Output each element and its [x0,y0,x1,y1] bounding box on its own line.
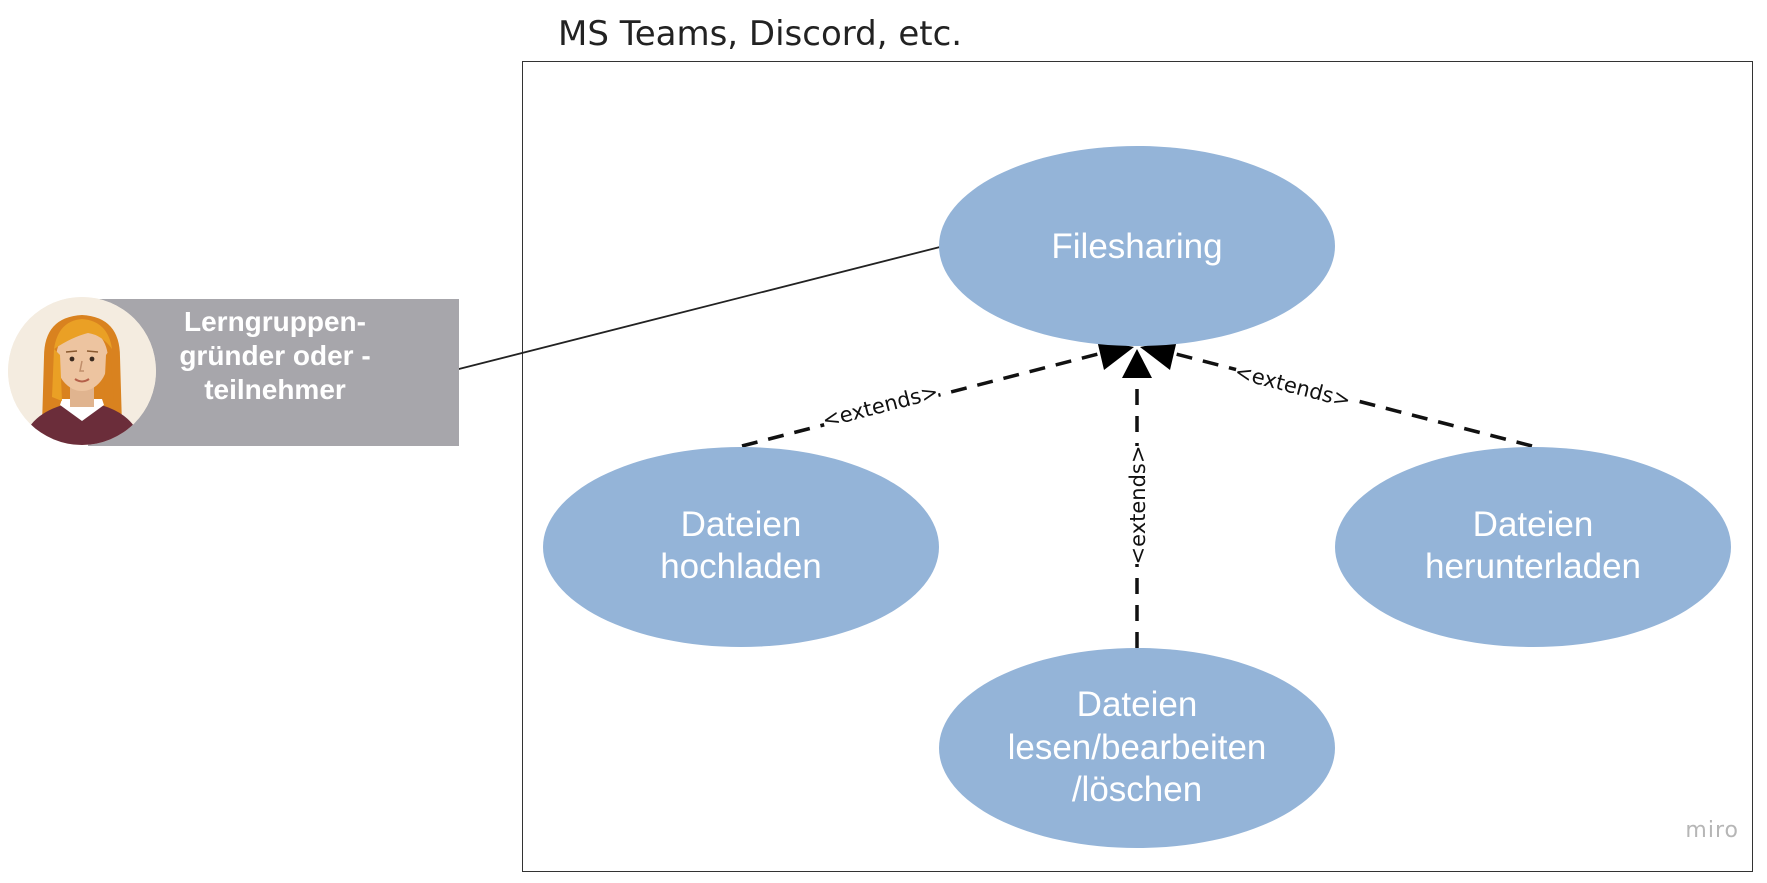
extends-label-edit: <extends> [1126,446,1150,565]
extends-line-download[interactable] [1167,350,1533,448]
system-boundary [522,61,1753,872]
use-case-upload[interactable]: Dateien hochladen [543,447,939,647]
actor-label-line2: gründer oder - [179,340,371,371]
extends-label-upload: <extends> [820,379,941,432]
actor-label-line3: teilnehmer [204,374,346,405]
use-case-download[interactable]: Dateien herunterladen [1335,447,1731,647]
use-case-upload-line1: Dateien [681,505,802,544]
use-case-edit-line2: lesen/bearbeiten [1008,728,1267,767]
system-boundary-title: MS Teams, Discord, etc. [558,14,963,54]
actor-label: Lerngruppen- gründer oder - teilnehmer [158,305,392,407]
actor[interactable]: Lerngruppen- gründer oder - teilnehmer [8,297,459,446]
use-case-filesharing[interactable]: Filesharing [939,146,1335,346]
extends-arrowhead-edit [1122,349,1152,378]
use-case-upload-line2: hochladen [660,547,822,586]
extends-label-download: <extends> [1232,359,1353,412]
extends-arrowhead-upload [1097,340,1134,370]
association-line[interactable] [450,246,941,372]
extends-arrowhead-download [1140,340,1177,370]
use-case-edit-line3: /löschen [1072,770,1202,809]
miro-watermark: miro [1685,818,1739,843]
use-case-edit[interactable]: Dateien lesen/bearbeiten /löschen [939,648,1335,848]
use-case-download-line2: herunterladen [1425,547,1641,586]
use-case-download-line1: Dateien [1473,505,1594,544]
use-case-edit-line1: Dateien [1077,685,1198,724]
extends-line-upload[interactable] [741,350,1107,448]
actor-label-line1: Lerngruppen- [184,306,366,337]
user-avatar-icon [8,297,156,445]
use-case-filesharing-label: Filesharing [1051,227,1222,266]
